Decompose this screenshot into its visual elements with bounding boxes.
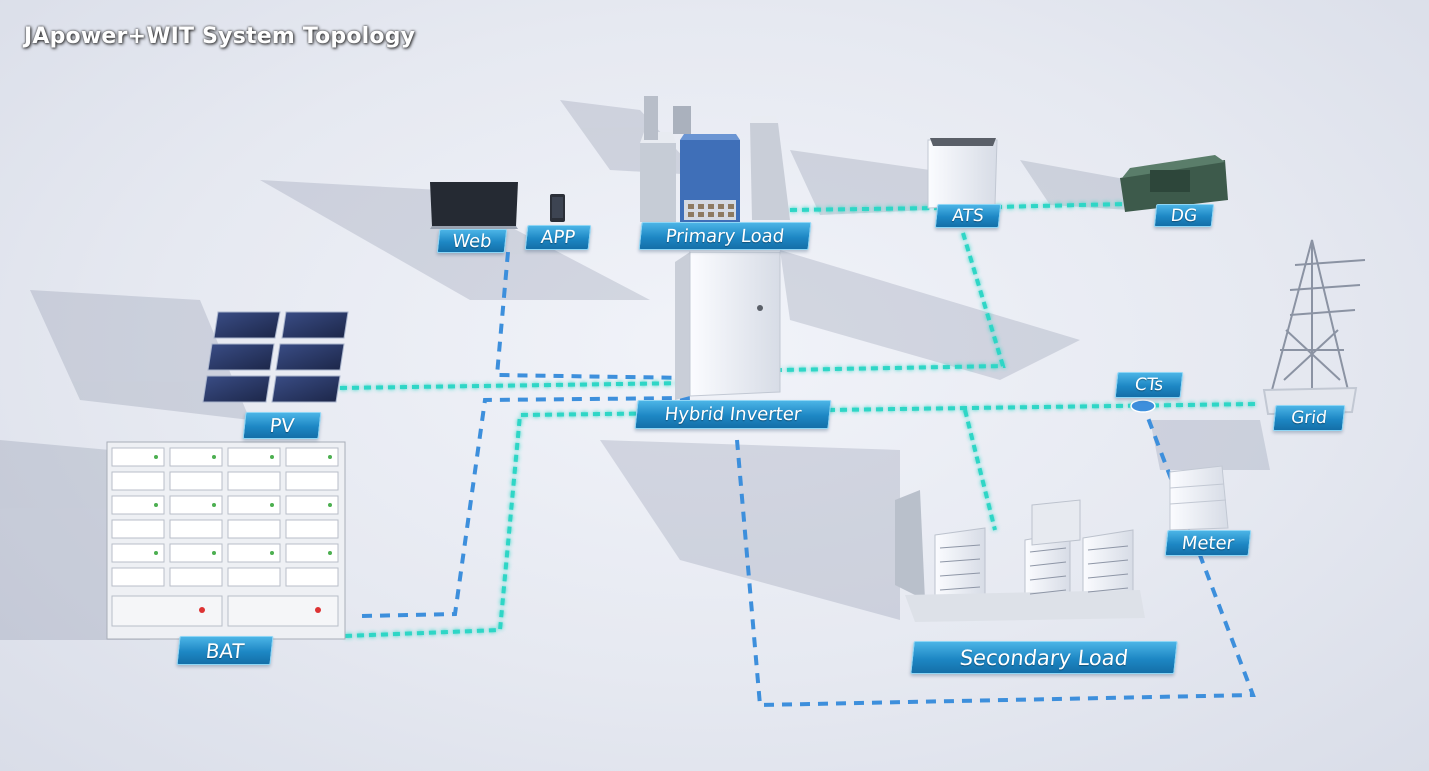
cts-clamp bbox=[1131, 400, 1155, 412]
battery-rack bbox=[107, 442, 345, 639]
data-line-bat bbox=[362, 398, 690, 616]
grid-tower bbox=[1264, 240, 1365, 414]
label-app: APP bbox=[525, 225, 592, 250]
label-ats: ATS bbox=[935, 204, 1002, 228]
label-pv: PV bbox=[243, 412, 322, 439]
app-phone-icon bbox=[550, 194, 565, 222]
label-hybrid-inverter: Hybrid Inverter bbox=[634, 400, 831, 429]
meter-unit bbox=[1170, 466, 1228, 530]
label-cts: CTs bbox=[1115, 372, 1184, 398]
web-monitor-icon bbox=[430, 182, 518, 229]
ac-line-pv bbox=[340, 383, 690, 388]
diagram-title: JApower+WIT System Topology bbox=[24, 24, 415, 49]
hybrid-inverter-unit bbox=[675, 246, 780, 400]
label-grid: Grid bbox=[1273, 405, 1346, 431]
label-secondary-load: Secondary Load bbox=[910, 641, 1177, 674]
secondary-load-buildings bbox=[895, 490, 1145, 622]
label-bat: BAT bbox=[176, 636, 273, 665]
label-web: Web bbox=[437, 229, 508, 253]
label-primary-load: Primary Load bbox=[639, 222, 812, 250]
ac-line-inverter-grid bbox=[828, 404, 1255, 410]
label-dg: DG bbox=[1154, 204, 1214, 227]
ats-cabinet bbox=[928, 138, 997, 208]
ac-line-secondary bbox=[965, 410, 995, 530]
primary-load-factory bbox=[640, 96, 790, 222]
label-meter: Meter bbox=[1165, 530, 1252, 556]
pv-array bbox=[203, 312, 348, 402]
